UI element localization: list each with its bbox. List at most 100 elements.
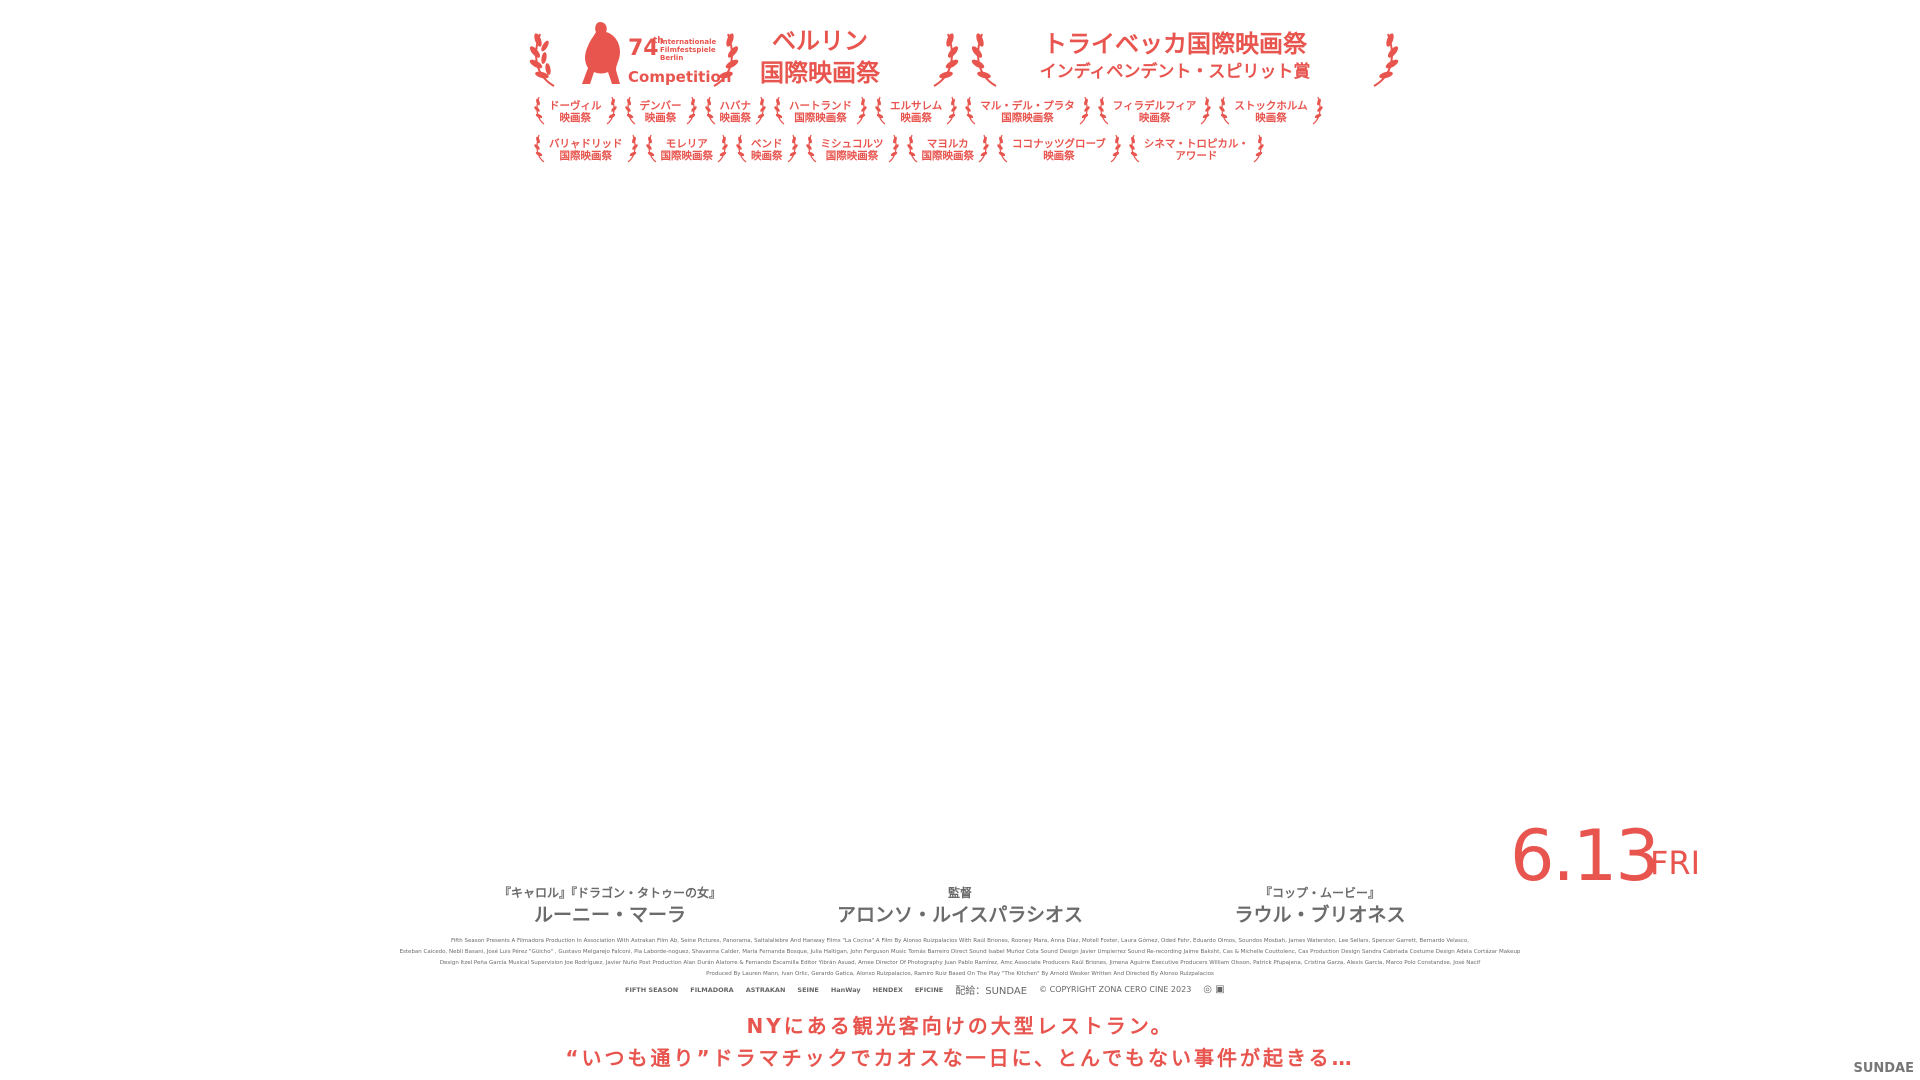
festival-name: ハートランド国際映画祭 xyxy=(789,100,852,124)
director-label: 監督 xyxy=(947,886,972,900)
festival-laurel: フィラデルフィア映画祭 xyxy=(1098,95,1212,129)
rating-mark-icon: ◎ ▣ xyxy=(1203,984,1225,995)
festival-name: ストックホルム映画祭 xyxy=(1234,100,1308,124)
festival-laurel: エルサレム映画祭 xyxy=(875,95,958,129)
billing-line: Esteban Caicedo, Nebli Basani, José Luis… xyxy=(399,949,1521,955)
festival-laurel: ハートランド国際映画祭 xyxy=(774,95,867,129)
laurel-right-icon xyxy=(605,95,617,129)
cast-name: ラウル・ブリオネス xyxy=(1234,904,1406,926)
festival-name: ココナッツグローブ映画祭 xyxy=(1012,138,1106,162)
release-date: 6.13 xyxy=(1510,815,1660,897)
festival-name: ハバナ映画祭 xyxy=(719,100,752,124)
berlin-bear-icon xyxy=(580,20,624,86)
laurel-left-icon xyxy=(774,95,786,129)
laurel-right-icon xyxy=(887,133,899,167)
laurel-right-icon xyxy=(716,133,728,167)
distributor: 配給：SUNDAE xyxy=(955,986,1028,997)
laurel-left-icon xyxy=(645,133,658,167)
laurel-left-icon xyxy=(1129,133,1141,167)
laurel-left-icon xyxy=(1098,95,1110,129)
sundae-corner-logo: SUNDAE xyxy=(1853,1061,1914,1076)
berlinale-edition-suffix: th xyxy=(653,36,664,46)
cast-name: ルーニー・マーラ xyxy=(533,904,686,926)
festival-laurel: マル・デル・プラタ国際映画祭 xyxy=(965,95,1090,129)
festival-laurel: ココナッツグローブ映画祭 xyxy=(997,133,1121,167)
cast-credit: 『キャロル』『ドラゴン・タトゥーの女』 xyxy=(498,886,721,900)
director-credit: 監督 アロンソ・ルイスパラシオス xyxy=(810,885,1110,929)
festival-laurel: マヨルカ国際映画祭 xyxy=(906,133,990,167)
laurel-right-berlinale-icon xyxy=(708,28,740,88)
billing-line: Produced By Lauren Mann, Ivan Orlic, Ger… xyxy=(706,971,1214,977)
laurel-right-icon xyxy=(1311,95,1323,129)
festival-name: ミシュコルツ国際映画祭 xyxy=(820,138,884,162)
billing-block: Fifth Season Presents A Filmadora Produc… xyxy=(340,936,1580,980)
festival-name: モレリア国際映画祭 xyxy=(660,138,714,162)
festival-name: フィラデルフィア映画祭 xyxy=(1112,100,1197,124)
festival-name: ドーヴィル映画祭 xyxy=(549,100,602,124)
festival-name: デンバー映画祭 xyxy=(639,100,682,124)
festival-laurel: バリャドリッド国際映画祭 xyxy=(534,133,638,167)
laurel-left-icon xyxy=(534,95,546,129)
cast-credit: 『コップ・ムービー』 xyxy=(1259,886,1380,900)
tagline-line-1: NYにある観光客向けの大型レストラン。 xyxy=(746,1014,1174,1038)
berlin-festival-award: ベルリン 国際映画祭 xyxy=(760,27,880,87)
laurel-left-icon xyxy=(997,133,1009,167)
laurel-right-icon xyxy=(754,95,766,129)
laurel-right-icon xyxy=(977,133,989,167)
tagline: NYにある観光客向けの大型レストラン。 “いつも通り”ドラマチックでカオスな一日… xyxy=(460,1010,1460,1074)
company-logo: FIFTH SEASON xyxy=(625,985,679,994)
laurel-right-icon xyxy=(1109,133,1121,167)
laurel-left-tribeca-icon xyxy=(970,28,1002,88)
company-logo: ASTRAKAN xyxy=(745,985,786,994)
company-logo: SEINE xyxy=(797,985,819,994)
festival-laurel: ストックホルム映画祭 xyxy=(1219,95,1323,129)
laurel-left-icon xyxy=(965,95,977,129)
berlinale-competition-label: Competition xyxy=(628,68,732,86)
laurel-right-tribeca-icon xyxy=(1368,28,1400,88)
laurel-right-icon xyxy=(786,133,798,167)
berlinale-competition-badge: 74 th Internationale Filmfestspiele Berl… xyxy=(580,20,731,90)
laurel-left-icon xyxy=(875,95,887,129)
company-logos: FIFTH SEASON FILMADORA ASTRAKAN SEINE Ha… xyxy=(625,982,1225,997)
company-logo: HanWay xyxy=(830,985,861,994)
laurel-left-icon xyxy=(906,133,919,167)
laurel-left-icon xyxy=(805,133,818,167)
festival-laurel: デンバー映画祭 xyxy=(624,95,697,129)
festival-name: マヨルカ国際映画祭 xyxy=(921,138,975,162)
festival-name: エルサレム映画祭 xyxy=(890,100,943,124)
laurel-left-berlinale-icon xyxy=(528,28,560,88)
festival-name: バリャドリッド国際映画祭 xyxy=(549,138,623,162)
company-logo: EFICINE xyxy=(914,985,944,994)
laurel-left-icon xyxy=(736,133,748,167)
laurel-right-icon xyxy=(1078,95,1090,129)
laurel-left-icon xyxy=(1219,95,1231,129)
copyright: © COPYRIGHT ZONA CERO CINE 2023 xyxy=(1039,985,1192,994)
festival-name: シネマ・トロピカル・アワード xyxy=(1143,138,1249,162)
festival-laurel: ドーヴィル映画祭 xyxy=(534,95,617,129)
company-logo: FILMADORA xyxy=(690,985,734,994)
laurel-left-icon xyxy=(534,133,546,167)
billing-line: Design Itzel Peña García Musical Supervi… xyxy=(439,960,1481,966)
laurel-left-berlin-icon xyxy=(928,28,960,88)
festival-name: ベンド映画祭 xyxy=(751,138,783,162)
release-day: FRI xyxy=(1650,844,1701,882)
festival-laurel: モレリア国際映画祭 xyxy=(645,133,729,167)
laurel-right-icon xyxy=(945,95,958,129)
festival-laurel: ミシュコルツ国際映画祭 xyxy=(805,133,899,167)
festival-laurel: ハバナ映画祭 xyxy=(704,95,767,129)
berlinale-festival-name: Internationale Filmfestspiele Berlin xyxy=(660,38,717,62)
laurel-right-icon xyxy=(855,95,867,129)
festival-row-1: ドーヴィル映画祭 デンバー映画祭 ハバナ映画祭 ハートランド国際映画祭 エルサレム映画祭… xyxy=(534,95,1331,129)
festival-row-2: バリャドリッド国際映画祭 モレリア国際映画祭 ベンド映画祭 ミシュコルツ国際映画祭 マヨ… xyxy=(534,133,1272,167)
billing-line: Fifth Season Presents A Filmadora Produc… xyxy=(451,938,1469,944)
laurel-right-icon xyxy=(1199,95,1212,129)
festival-laurel: ベンド映画祭 xyxy=(736,133,798,167)
laurel-right-icon xyxy=(1252,133,1264,167)
laurel-right-icon xyxy=(626,133,638,167)
director-name: アロンソ・ルイスパラシオス xyxy=(836,904,1084,926)
festival-name: マル・デル・プラタ国際映画祭 xyxy=(980,100,1075,124)
tagline-line-2: “いつも通り”ドラマチックでカオスな一日に、とんでもない事件が起きる… xyxy=(565,1046,1355,1070)
laurel-left-icon xyxy=(704,95,717,129)
festival-laurel: シネマ・トロピカル・アワード xyxy=(1129,133,1264,167)
tribeca-festival-award: トライベッカ国際映画祭 インディペンデント・スピリット賞 xyxy=(1039,30,1311,82)
